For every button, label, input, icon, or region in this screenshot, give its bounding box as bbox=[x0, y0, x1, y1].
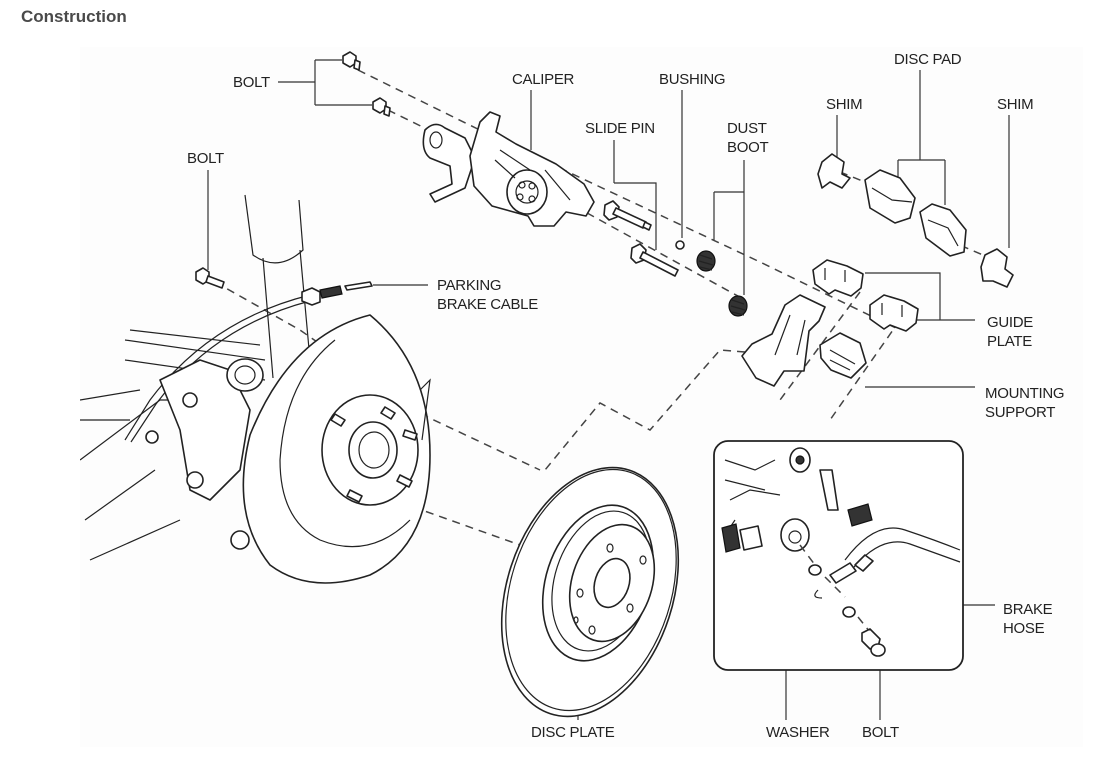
section-heading: Construction bbox=[21, 7, 127, 26]
dust-boot-upper bbox=[696, 250, 716, 272]
brake-hose-inset bbox=[713, 440, 964, 671]
label-guide-plate-line1: GUIDE bbox=[987, 314, 1033, 331]
brake-construction-figure: BOLT CALIPER BUSHING DISC PAD SHIM SHIM … bbox=[80, 47, 1083, 747]
disc-pad-inner bbox=[864, 169, 916, 224]
guide-plate-lower bbox=[869, 294, 919, 332]
label-disc-plate: DISC PLATE bbox=[531, 724, 615, 741]
label-washer: WASHER bbox=[766, 724, 830, 741]
label-caliper: CALIPER bbox=[512, 71, 575, 88]
label-brake-hose-line2: HOSE bbox=[1003, 620, 1045, 637]
knuckle-bolt bbox=[195, 267, 225, 289]
dust-boot-lower bbox=[728, 295, 748, 317]
shim-outer bbox=[980, 248, 1014, 288]
label-shim-left: SHIM bbox=[826, 96, 862, 113]
shim-inner bbox=[817, 153, 851, 189]
slide-pin-upper bbox=[603, 200, 652, 231]
bushing bbox=[675, 240, 685, 250]
caliper-bolt-upper bbox=[342, 51, 361, 71]
label-parking-brake-cable-line2: BRAKE CABLE bbox=[437, 296, 538, 313]
label-brake-hose-line1: BRAKE bbox=[1003, 601, 1053, 618]
slide-pin-lower bbox=[630, 243, 679, 277]
washer-lower bbox=[842, 606, 856, 618]
label-bushing: BUSHING bbox=[659, 71, 725, 88]
disc-plate bbox=[500, 466, 680, 718]
label-shim-right: SHIM bbox=[997, 96, 1033, 113]
label-bolt-caliper: BOLT bbox=[233, 74, 270, 91]
label-dust-boot-line2: BOOT bbox=[727, 139, 768, 156]
label-mounting-support-line2: SUPPORT bbox=[985, 404, 1055, 421]
guide-plate-upper bbox=[812, 259, 864, 297]
parking-brake-cable bbox=[124, 281, 373, 443]
exploded-diagram: BOLT CALIPER BUSHING DISC PAD SHIM SHIM … bbox=[80, 51, 1065, 741]
label-mounting-support-line1: MOUNTING bbox=[985, 385, 1064, 402]
caliper bbox=[422, 111, 595, 227]
label-guide-plate-line2: PLATE bbox=[987, 333, 1032, 350]
label-slide-pin: SLIDE PIN bbox=[585, 120, 655, 137]
caliper-bolt-lower bbox=[372, 97, 391, 117]
label-dust-boot-line1: DUST bbox=[727, 120, 767, 137]
label-parking-brake-cable-line1: PARKING bbox=[437, 277, 501, 294]
mounting-support bbox=[741, 294, 867, 387]
strut bbox=[244, 194, 311, 379]
disc-pad-outer bbox=[919, 203, 967, 257]
washer-upper bbox=[808, 564, 822, 576]
label-bolt-knuckle: BOLT bbox=[187, 150, 224, 167]
labels: BOLT CALIPER BUSHING DISC PAD SHIM SHIM … bbox=[187, 51, 1065, 741]
knuckle-hub-assembly bbox=[80, 314, 431, 584]
label-disc-pad: DISC PAD bbox=[894, 51, 962, 68]
label-bolt-hose: BOLT bbox=[862, 724, 899, 741]
